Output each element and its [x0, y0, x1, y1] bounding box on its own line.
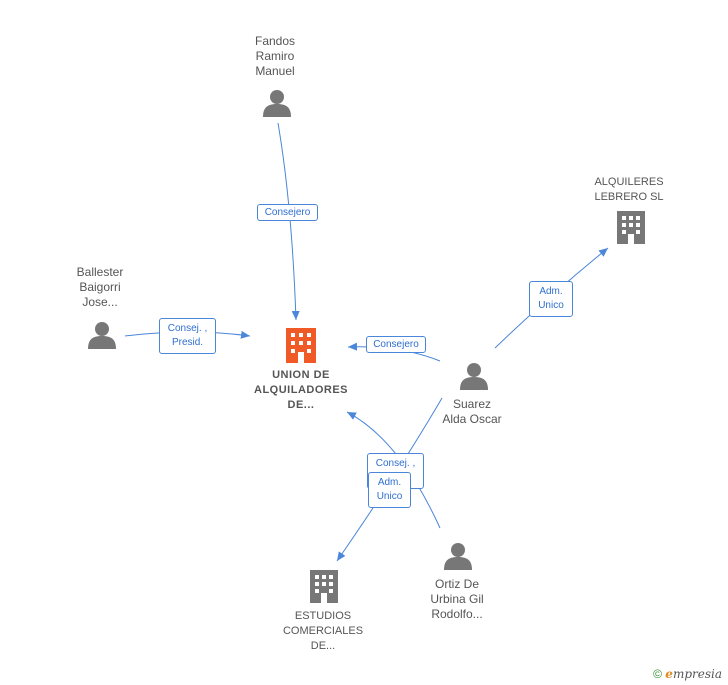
edge-label-line: Unico: [376, 491, 403, 502]
label-line: ALQUILERES: [594, 176, 664, 188]
node-estudios-label[interactable]: ESTUDIOS COMERCIALES DE...: [273, 609, 373, 654]
node-alquileres-label[interactable]: ALQUILERES LEBRERO SL: [579, 175, 679, 205]
edge-label-line: Consej. ,: [167, 323, 208, 334]
node-ballester-label[interactable]: Ballester Baigorri Jose...: [60, 265, 140, 310]
node-fandos-label[interactable]: Fandos Ramiro Manuel: [235, 34, 315, 79]
edge-label-line: Presid.: [171, 337, 204, 348]
building-icon[interactable]: [286, 328, 316, 363]
label-line: Alda Oscar: [442, 412, 502, 426]
edge-label-suarez-adm-unico-estudios[interactable]: Adm. Unico: [368, 472, 411, 508]
edge-label-line: Adm.: [377, 477, 402, 488]
edge-label-suarez-consejero[interactable]: Consejero: [366, 336, 426, 353]
label-line: DE...: [310, 640, 336, 652]
label-line: Jose...: [82, 295, 118, 309]
label-line: UNION DE: [272, 369, 330, 381]
node-ortiz-label[interactable]: Ortiz De Urbina Gil Rodolfo...: [412, 577, 502, 622]
label-line: Ortiz De: [434, 577, 479, 591]
edge-label-line: Unico: [538, 300, 564, 311]
building-icon[interactable]: [310, 570, 338, 603]
label-line: COMERCIALES: [282, 625, 364, 637]
node-suarez-label[interactable]: Suarez Alda Oscar: [432, 397, 512, 427]
edge-fandos-to-main: [277, 122, 300, 321]
person-icon[interactable]: [460, 363, 488, 390]
copyright-icon: ©: [653, 667, 662, 681]
label-line: LEBRERO SL: [594, 191, 664, 203]
edge-label-line: Adm.: [539, 286, 563, 297]
label-line: DE...: [287, 399, 315, 411]
node-main-label[interactable]: UNION DE ALQUILADORES DE...: [241, 368, 361, 413]
label-line: Baigorri: [79, 280, 121, 294]
edge-label-ballester-consej-presid[interactable]: Consej. , Presid.: [159, 318, 216, 354]
label-line: Urbina Gil: [430, 592, 484, 606]
edge-label-suarez-adm-unico-alquileres[interactable]: Adm. Unico: [529, 281, 573, 317]
building-icon[interactable]: [617, 211, 645, 244]
edge-label-fandos-consejero[interactable]: Consejero: [257, 204, 318, 221]
person-icon[interactable]: [88, 322, 116, 349]
person-icon[interactable]: [444, 543, 472, 570]
label-line: Manuel: [255, 64, 295, 78]
label-line: ESTUDIOS: [294, 610, 352, 622]
edge-label-line: Consejero: [373, 339, 419, 350]
edge-label-line: Consejero: [264, 207, 311, 218]
brand-name: empresia: [665, 667, 722, 681]
edge-label-line: Consej. ,: [375, 458, 416, 469]
empresia-watermark: © empresia: [653, 667, 722, 681]
label-line: Rodolfo...: [431, 607, 483, 621]
label-line: Ballester: [76, 265, 124, 279]
label-line: Ramiro: [255, 49, 295, 63]
label-line: ALQUILADORES: [254, 384, 348, 396]
person-icon[interactable]: [263, 90, 291, 117]
label-line: Suarez: [452, 397, 492, 411]
label-line: Fandos: [254, 34, 296, 48]
